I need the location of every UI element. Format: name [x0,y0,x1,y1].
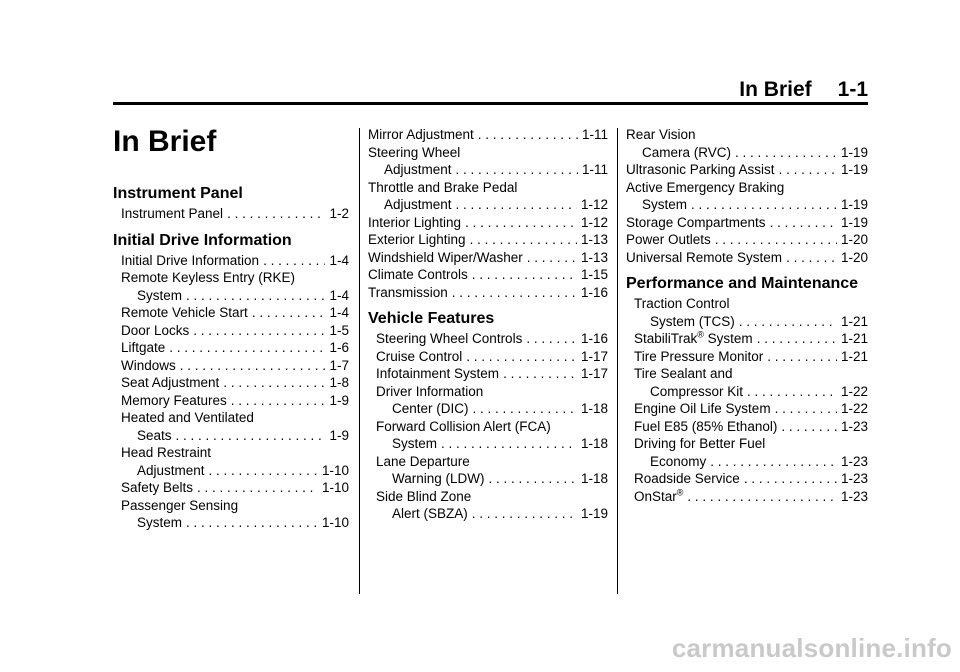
toc-entry[interactable]: Traction Control System (TCS)1-21 [626,295,868,330]
column-3: Rear Vision Camera (RVC)1-19 Ultrasonic … [626,126,868,505]
toc-entry[interactable]: Door Locks1-5 [113,322,349,340]
toc-entry[interactable]: Lane Departure Warning (LDW)1-18 [368,453,608,488]
toc-entry[interactable]: Heated and Ventilated Seats1-9 [113,409,349,444]
toc-entry[interactable]: Roadside Service1-23 [626,470,868,488]
toc-entry[interactable]: Rear Vision Camera (RVC)1-19 [626,126,868,161]
watermark: carmanualsonline.info [671,633,952,663]
toc-entry[interactable]: Power Outlets1-20 [626,231,868,249]
toc-entry[interactable]: Steering Wheel Controls1-16 [368,330,608,348]
section-heading-performance: Performance and Maintenance [626,275,859,292]
toc-entry[interactable]: Initial Drive Information1-4 [113,252,349,270]
toc-entry[interactable]: Fuel E85 (85% Ethanol)1-23 [626,418,868,436]
toc-entry[interactable]: Safety Belts1-10 [113,479,349,497]
toc-entry[interactable]: Liftgate1-6 [113,339,349,357]
toc-entry[interactable]: Passenger Sensing System1-10 [113,497,349,532]
toc-entry[interactable]: Remote Vehicle Start1-4 [113,304,349,322]
toc-entry[interactable]: OnStar®1-23 [626,488,868,506]
page-title: In Brief [113,125,217,158]
header-section-title: In Brief [739,78,812,101]
header-page-number: 1-1 [837,78,868,101]
toc-entry[interactable]: Exterior Lighting1-13 [368,231,608,249]
toc-entry[interactable]: Ultrasonic Parking Assist1-19 [626,161,868,179]
toc-entry[interactable]: Tire Pressure Monitor1-21 [626,348,868,366]
toc-entry[interactable]: Driver Information Center (DIC)1-18 [368,383,608,418]
toc-entry[interactable]: Forward Collision Alert (FCA) System1-18 [368,418,608,453]
toc-entry[interactable]: Remote Keyless Entry (RKE) System1-4 [113,269,349,304]
toc-entry[interactable]: Head Restraint Adjustment1-10 [113,444,349,479]
toc-entry[interactable]: Throttle and Brake Pedal Adjustment1-12 [368,179,608,214]
column-divider [359,128,360,594]
toc-entry[interactable]: Universal Remote System1-20 [626,249,868,267]
toc-entry[interactable]: Tire Sealant and Compressor Kit1-22 [626,365,868,400]
header-rule [113,102,868,105]
section-heading-initial-drive: Initial Drive Information [113,231,292,249]
column-divider [617,128,618,594]
section-heading-instrument-panel: Instrument Panel [113,185,243,202]
toc-entry[interactable]: Side Blind Zone Alert (SBZA)1-19 [368,488,608,523]
toc-entry[interactable]: StabiliTrak® System1-21 [626,330,868,348]
toc-entry[interactable]: Seat Adjustment1-8 [113,374,349,392]
column-1: In Brief Instrument Panel Instrument Pan… [113,125,349,532]
toc-entry[interactable]: Windshield Wiper/Washer1-13 [368,249,608,267]
column-2: Mirror Adjustment1-11 Steering Wheel Adj… [368,126,608,523]
toc-entry[interactable]: Memory Features1-9 [113,392,349,410]
toc-entry[interactable]: Active Emergency Braking System1-19 [626,179,868,214]
section-heading-vehicle-features: Vehicle Features [368,310,495,327]
toc-entry[interactable]: Steering Wheel Adjustment1-11 [368,144,608,179]
toc-entry[interactable]: Windows1-7 [113,357,349,375]
page-header: In Brief 1-1 [739,78,868,102]
toc-entry[interactable]: Driving for Better Fuel Economy1-23 [626,435,868,470]
toc-entry[interactable]: Cruise Control1-17 [368,348,608,366]
toc-entry[interactable]: Interior Lighting1-12 [368,214,608,232]
toc-entry[interactable]: Mirror Adjustment1-11 [368,126,608,144]
toc-entry[interactable]: Instrument Panel1-2 [113,205,349,223]
toc-entry[interactable]: Transmission1-16 [368,284,608,302]
toc-entry[interactable]: Infotainment System1-17 [368,365,608,383]
toc-entry[interactable]: Climate Controls1-15 [368,266,608,284]
toc-entry[interactable]: Engine Oil Life System1-22 [626,400,868,418]
toc-entry[interactable]: Storage Compartments1-19 [626,214,868,232]
